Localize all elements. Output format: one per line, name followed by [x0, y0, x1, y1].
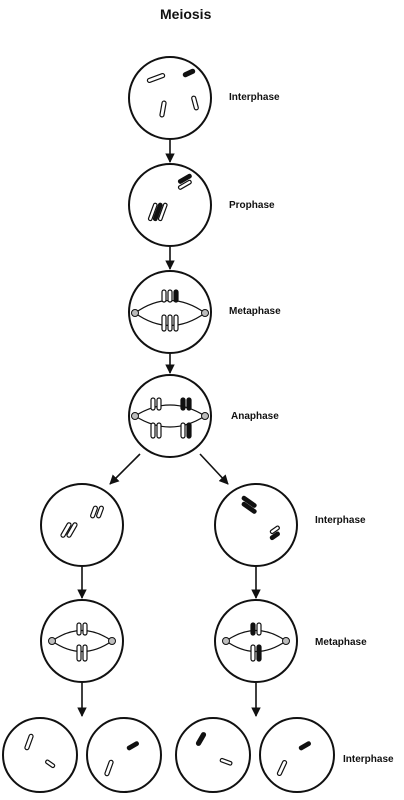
- chromosome: [269, 531, 280, 541]
- label-anaphase: Anaphase: [231, 411, 279, 422]
- chromosome: [90, 505, 98, 519]
- chromosome: [269, 525, 280, 535]
- centriole: [201, 309, 209, 317]
- centriole: [48, 637, 56, 645]
- chromosome: [167, 314, 173, 332]
- chromosome: [66, 522, 78, 538]
- centriole: [108, 637, 116, 645]
- cell-daughter-right: [214, 483, 298, 567]
- chromosome: [76, 644, 82, 662]
- label-interphase-middle: Interphase: [315, 515, 366, 526]
- chromosome: [219, 757, 233, 766]
- diagram-title: Meiosis: [160, 6, 212, 22]
- chromosome: [186, 422, 192, 439]
- centriole: [222, 637, 230, 645]
- spindle-metaphase-left: [50, 630, 114, 652]
- cell-gamete-1: [2, 717, 78, 793]
- chromosome: [173, 289, 179, 303]
- chromosome: [250, 622, 256, 636]
- chromosome: [161, 289, 167, 303]
- chromosome: [191, 95, 199, 111]
- chromosome: [150, 422, 156, 439]
- cell-anaphase: [128, 374, 212, 458]
- chromosome: [152, 202, 163, 222]
- chromosome: [177, 173, 192, 184]
- label-metaphase-bottom: Metaphase: [315, 637, 367, 648]
- label-metaphase-top: Metaphase: [229, 306, 281, 317]
- chromosome: [298, 741, 311, 751]
- chromosome: [161, 314, 167, 332]
- chromosome: [24, 733, 34, 751]
- cell-metaphase-left: [40, 599, 124, 683]
- chromosome: [82, 644, 88, 662]
- chromosome: [250, 644, 256, 662]
- arrow-anaphase-to-left: [109, 453, 141, 485]
- chromosome: [146, 73, 166, 83]
- arrow-anaphase-to-right: [199, 453, 229, 485]
- chromosome: [147, 202, 158, 222]
- cell-gamete-2: [86, 717, 162, 793]
- chromosome: [156, 397, 162, 411]
- cell-prophase: [128, 163, 212, 247]
- chromosome: [159, 100, 167, 118]
- cell-daughter-left: [40, 483, 124, 567]
- chromosome: [126, 741, 139, 751]
- spindle-anaphase: [133, 404, 207, 428]
- chromosome: [150, 397, 156, 411]
- label-prophase: Prophase: [229, 200, 275, 211]
- chromosome: [173, 314, 179, 332]
- chromosome: [167, 289, 173, 303]
- chromosome: [256, 622, 262, 636]
- chromosome: [256, 644, 262, 662]
- chromosome: [76, 622, 82, 636]
- chromosome: [45, 759, 56, 769]
- chromosome: [186, 397, 192, 411]
- chromosome: [96, 505, 104, 519]
- cell-metaphase-right: [214, 599, 298, 683]
- chromosome: [241, 495, 257, 508]
- cell-gamete-4: [259, 717, 335, 793]
- centriole: [282, 637, 290, 645]
- label-interphase-bottom: Interphase: [343, 754, 394, 765]
- centriole: [201, 412, 209, 420]
- chromosome: [157, 202, 168, 222]
- chromosome: [180, 422, 186, 439]
- cell-metaphase-1: [128, 270, 212, 354]
- chromosome: [182, 68, 196, 78]
- label-interphase-top: Interphase: [229, 92, 280, 103]
- chromosome: [60, 522, 72, 538]
- chromosome: [276, 759, 288, 777]
- spindle-metaphase-right: [224, 630, 288, 652]
- chromosome: [104, 759, 114, 777]
- cell-gamete-3: [175, 717, 251, 793]
- chromosome: [195, 732, 207, 746]
- chromosome: [241, 501, 257, 514]
- cell-interphase-1: [128, 56, 212, 140]
- chromosome: [177, 179, 192, 190]
- centriole: [131, 412, 139, 420]
- centriole: [131, 309, 139, 317]
- chromosome: [156, 422, 162, 439]
- chromosome: [180, 397, 186, 411]
- chromosome: [82, 622, 88, 636]
